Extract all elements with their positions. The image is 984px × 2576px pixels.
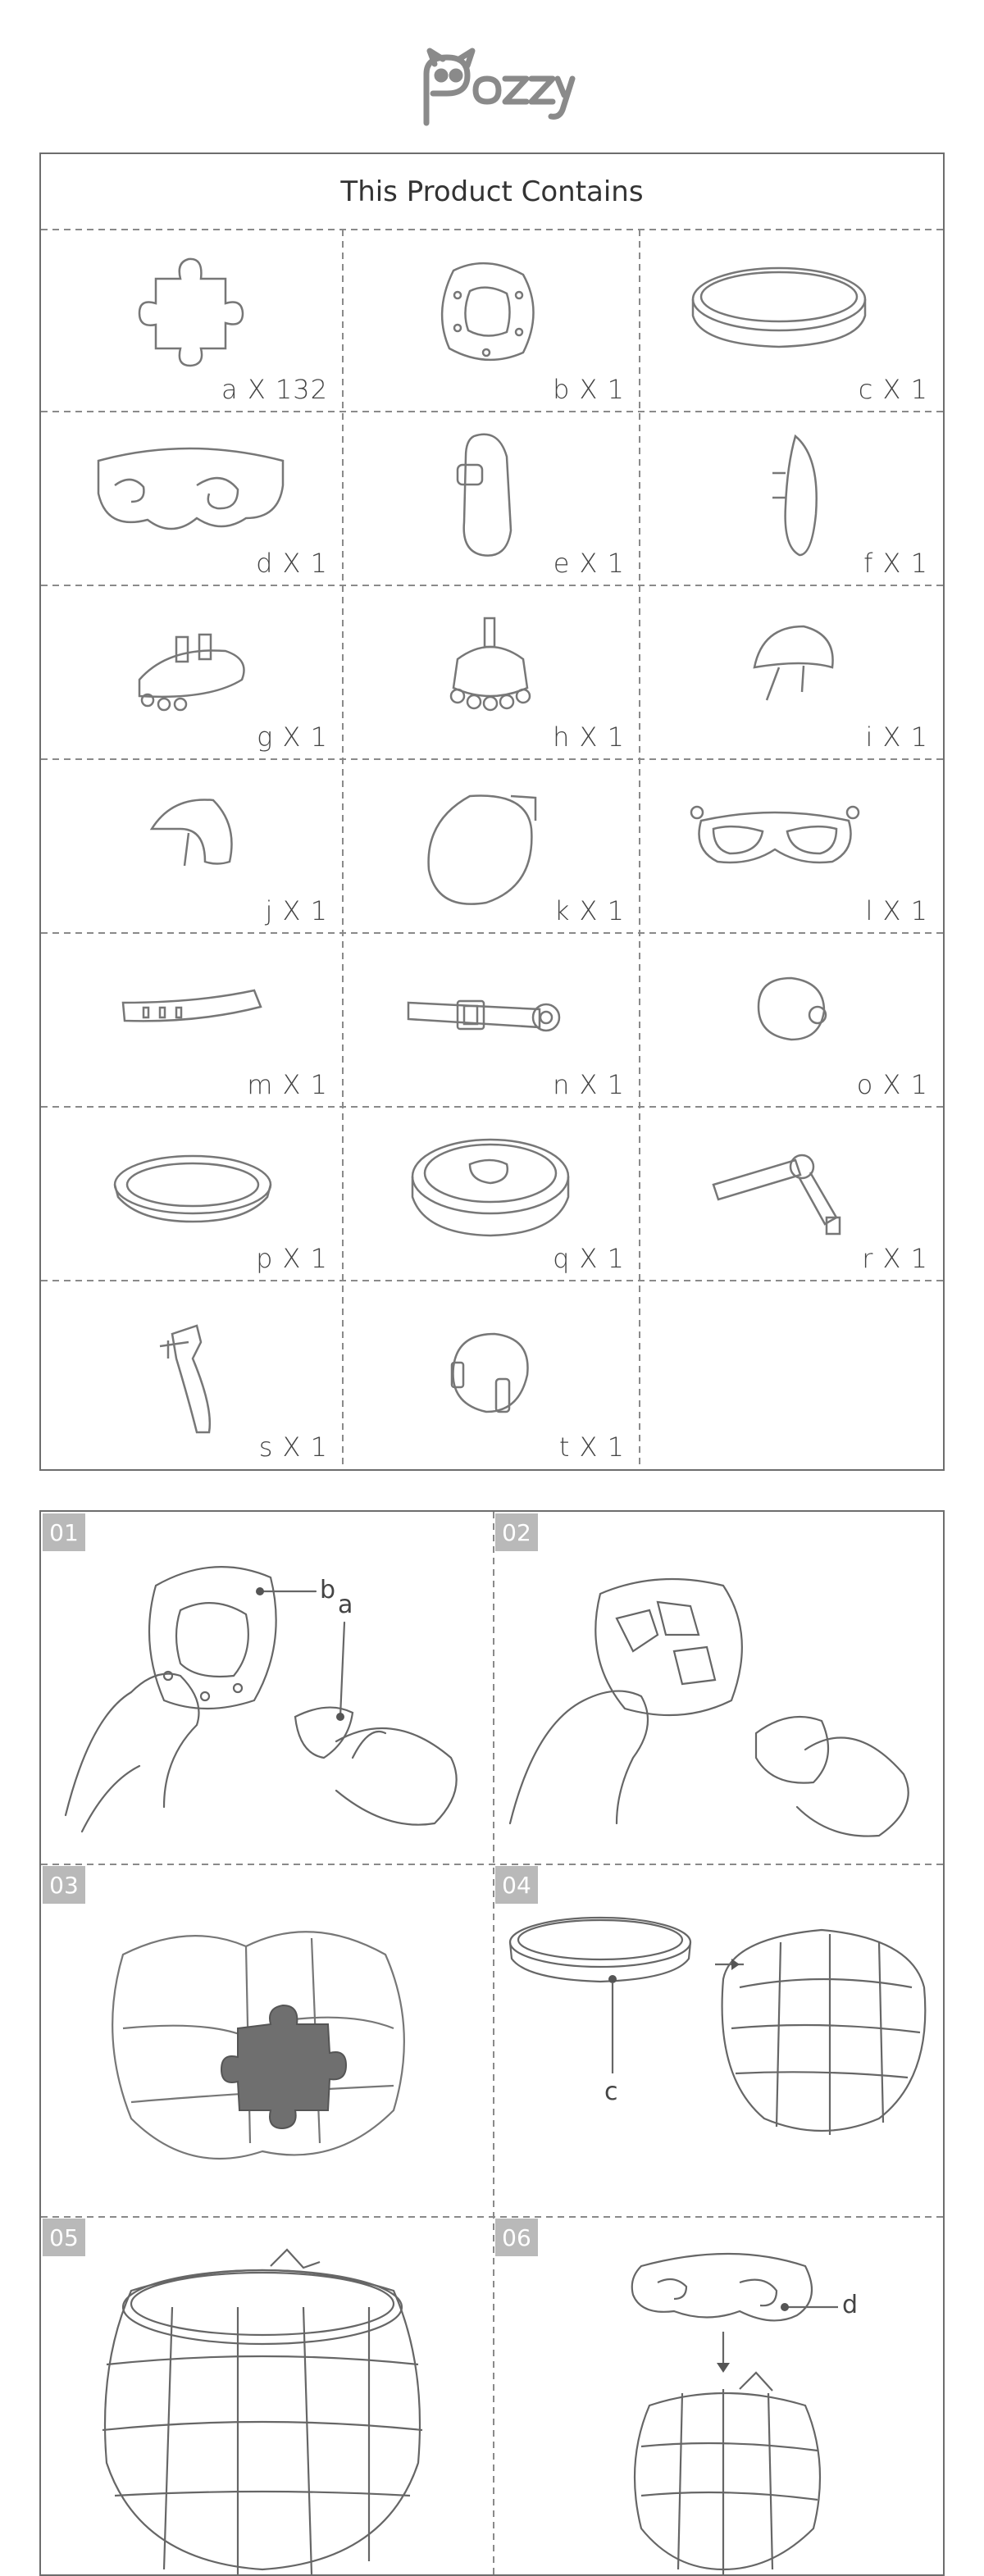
- side-piece-icon: [772, 434, 818, 557]
- hands-assemble-pieces-illustration: [508, 1577, 909, 1837]
- open-ring-icon: [113, 1154, 272, 1223]
- part-label: i X 1: [865, 721, 928, 753]
- step-03: 03: [41, 1864, 494, 2217]
- part-label: d X 1: [256, 548, 328, 579]
- belt-icon: [407, 999, 561, 1032]
- step-number-badge: 06: [495, 2219, 538, 2256]
- step-01: b a 01: [41, 1512, 494, 1864]
- strap-icon: [121, 989, 262, 1022]
- callout-b: b: [320, 1576, 336, 1604]
- step-number-badge: 02: [495, 1513, 538, 1551]
- cloud-crown-onto-sphere-illustration: [631, 2252, 838, 2574]
- part-label: b X 1: [553, 374, 625, 405]
- part-label: r X 1: [862, 1243, 928, 1274]
- step-number-badge: 03: [43, 1866, 85, 1904]
- foot-piece-icon: [138, 633, 245, 712]
- part-label: t X 1: [558, 1431, 625, 1463]
- callout-c: c: [604, 2078, 618, 2106]
- step-02: 02: [494, 1512, 943, 1864]
- part-label: e X 1: [553, 548, 625, 579]
- step-number-badge: 05: [43, 2219, 85, 2256]
- part-cell-o: o X 1: [640, 933, 943, 1107]
- step-05: 05: [41, 2217, 494, 2574]
- part-cell-p: p X 1: [41, 1107, 343, 1281]
- part-cell-l: l X 1: [640, 759, 943, 933]
- part-cell-g: g X 1: [41, 585, 343, 759]
- part-label: s X 1: [258, 1431, 328, 1463]
- step-06: d 06: [494, 2217, 943, 2574]
- step-04: c 04: [494, 1864, 943, 2217]
- ear-piece-icon: [753, 625, 834, 701]
- ring-into-sphere-illustration: [508, 1916, 927, 2135]
- part-label: p X 1: [256, 1243, 328, 1274]
- head-piece-icon: [427, 794, 537, 905]
- part-cell-k: k X 1: [343, 759, 640, 933]
- part-label: a X 132: [221, 374, 328, 405]
- step-number-badge: 01: [43, 1513, 85, 1551]
- part-cell-f: f X 1: [640, 412, 943, 585]
- part-label: f X 1: [863, 548, 928, 579]
- part-cell-q: q X 1: [343, 1107, 640, 1281]
- part-label: q X 1: [553, 1243, 625, 1274]
- body-piece-icon: [456, 433, 512, 557]
- ring-icon: [691, 266, 867, 348]
- lid-icon: [411, 1138, 570, 1237]
- goggles-icon: [690, 805, 860, 864]
- part-label: k X 1: [554, 895, 625, 926]
- part-label: c X 1: [858, 374, 928, 405]
- part-cell-t: t X 1: [343, 1281, 640, 1469]
- sphere-with-ring-illustration: [102, 2248, 423, 2574]
- hook-piece-icon: [159, 1324, 212, 1434]
- part-cell-j: j X 1: [41, 759, 343, 933]
- step-number-badge: 04: [495, 1866, 538, 1904]
- part-cell-e: e X 1: [343, 412, 640, 585]
- contents-table: This Product Contains a X 132: [39, 152, 945, 1471]
- callout-d: d: [842, 2291, 859, 2319]
- puzzle-piece-icon: [138, 257, 244, 367]
- part-label: n X 1: [553, 1069, 625, 1100]
- part-cell-s: s X 1: [41, 1281, 343, 1469]
- puzzle-pieces-connected-illustration: [112, 1931, 405, 2160]
- ear-shell-icon: [149, 799, 233, 867]
- part-cell-n: n X 1: [343, 933, 640, 1107]
- part-cell-c: c X 1: [640, 230, 943, 412]
- cloud-crown-icon: [97, 447, 285, 530]
- contents-grid-lines: [41, 229, 943, 1469]
- arm-rod-icon: [712, 1154, 841, 1236]
- part-label: m X 1: [247, 1069, 328, 1100]
- ball-icon: [757, 976, 827, 1041]
- paw-piece-icon: [449, 617, 531, 712]
- part-cell-i: i X 1: [640, 585, 943, 759]
- part-label: h X 1: [553, 721, 625, 753]
- frame-plate-icon: [440, 262, 535, 362]
- hands-attach-piece-illustration: [64, 1566, 458, 1833]
- part-cell-h: h X 1: [343, 585, 640, 759]
- callout-a: a: [338, 1591, 353, 1619]
- part-label: j X 1: [265, 895, 328, 926]
- part-cell-d: d X 1: [41, 412, 343, 585]
- assembly-steps: b a 01 02: [39, 1510, 945, 2576]
- part-cell-r: r X 1: [640, 1107, 943, 1281]
- part-cell-m: m X 1: [41, 933, 343, 1107]
- brand-logo: [402, 41, 582, 139]
- contents-title: This Product Contains: [340, 175, 644, 208]
- part-label: o X 1: [856, 1069, 928, 1100]
- part-cell-a: a X 132: [41, 230, 343, 412]
- steps-grid-lines: [41, 1512, 943, 2574]
- part-label: l X 1: [865, 895, 928, 926]
- part-label: g X 1: [257, 721, 328, 753]
- raccoon-logo-icon: [423, 48, 576, 126]
- knob-piece-icon: [450, 1332, 529, 1413]
- part-cell-b: b X 1: [343, 230, 640, 412]
